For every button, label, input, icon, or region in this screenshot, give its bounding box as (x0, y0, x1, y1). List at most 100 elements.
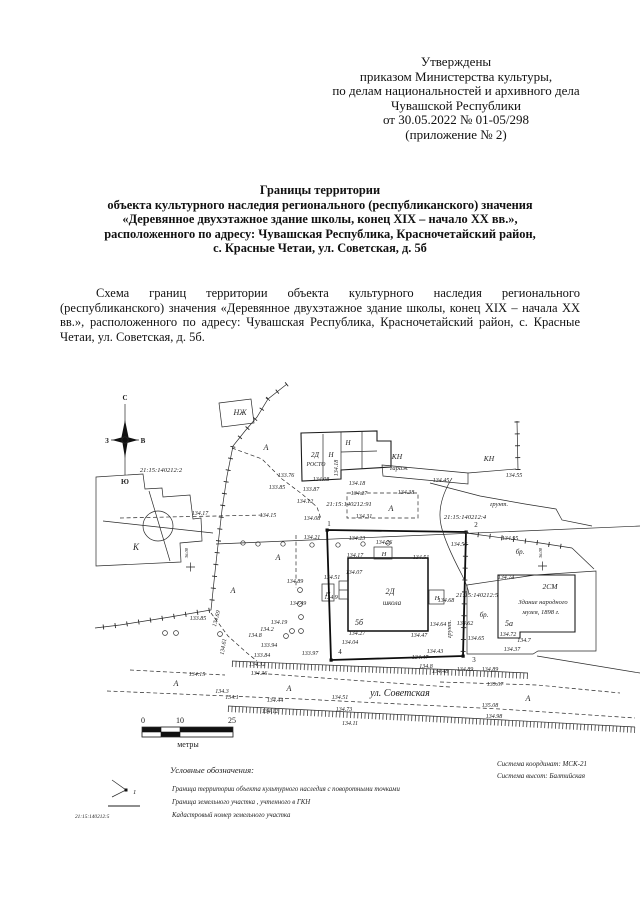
surface-label: бр. (516, 548, 525, 556)
elevation-label: 134.23 (349, 535, 366, 542)
elevation-label: 134.61 (219, 638, 229, 655)
elevation-label: 133.97 (302, 651, 320, 657)
approval-line: Утверждены (420, 54, 492, 69)
scale-label: метры (177, 740, 199, 749)
elevation-label: 134.37 (504, 646, 522, 653)
turn-point-label: 3 (472, 656, 476, 664)
labels-cadastral: 21:15:140212:221:15:140212:9121:15:14021… (140, 467, 499, 599)
title-line: «Деревянное двухэтажное здание школы, ко… (122, 212, 518, 227)
building-label: 5а (505, 619, 513, 628)
elevation-label: 134.68 (438, 597, 455, 604)
building-school (321, 546, 445, 632)
surface-label: А (286, 684, 292, 693)
elevation-label: 134.15 (189, 671, 206, 678)
document-title: Границы территории объекта культурного н… (60, 183, 580, 256)
elevation-label: 134.74 (498, 574, 515, 581)
building-label: К (132, 542, 140, 552)
elevation-label: 133.87 (303, 487, 321, 493)
building-label: КН (483, 454, 495, 463)
elevation-label: 134.89 (287, 578, 304, 585)
elevation-label: 133.76 (278, 473, 295, 479)
elevation-label: 134.48 (432, 668, 449, 675)
elevation-label: 134.36 (251, 670, 268, 677)
surface-label: А (388, 504, 394, 513)
elevation-label: 135.08 (482, 703, 499, 709)
elevation-label: 134.56 (451, 541, 468, 548)
elevation-label: 134.47 (412, 654, 430, 661)
cadastral-boundary (94, 382, 595, 657)
approval-block: Утверждены приказом Министерства культур… (293, 54, 619, 143)
elevation-label: 134.08 (313, 476, 330, 483)
cadastral-number-label: 21:15:140212:91 (326, 501, 372, 508)
building-label: 5б (355, 618, 364, 627)
elevation-label: 134.27 (349, 630, 367, 637)
building-label: КН (391, 452, 403, 461)
approval-line: Чувашской Республики (390, 97, 522, 113)
compass-rose-icon (111, 404, 139, 475)
building-nzh (218, 398, 255, 428)
elevation-label: 134.2 (260, 626, 274, 633)
elevation-label: 134.26 (376, 539, 393, 546)
elevation-label: 134.9 (324, 594, 338, 601)
surface-label: А (275, 553, 281, 562)
elevation-label: 134.07 (346, 569, 364, 576)
legend-title: Условные обозначения: (170, 765, 254, 775)
building-label: 2СМ (543, 582, 559, 591)
topo-lines (429, 477, 640, 674)
building-label: Н (325, 591, 331, 598)
elevation-label: 134.47 (411, 632, 429, 639)
compass-letter: В (141, 437, 146, 445)
elevation-label: 134.04 (342, 639, 359, 646)
building-label: 2Д (385, 587, 395, 596)
elevation-label: 133.85 (190, 616, 207, 622)
elevation-label: 134.18 (333, 460, 340, 477)
approval-line: от 30.05.2022 № 01-05/298 (382, 112, 530, 128)
elevation-label: 134.65 (468, 635, 485, 642)
elevation-label: 134.27 (351, 490, 369, 497)
turn-point-label: 4 (338, 648, 342, 656)
building-label: музея, 1898 г. (521, 609, 560, 616)
elevation-label: 134.3 (215, 688, 229, 695)
elevation-label: 134.12 (297, 498, 314, 505)
building-label: Н (434, 595, 440, 602)
elevation-label: 134.1 (225, 694, 239, 701)
building-museum (497, 574, 576, 639)
building-garage (381, 420, 521, 485)
approval-line: приказом Министерства культуры, (359, 68, 553, 84)
elevation-label: 134.17 (192, 510, 210, 517)
turn-point-label: 2 (474, 521, 478, 529)
title-line: с. Красные Четаи, ул. Советская, д. 5б (213, 241, 427, 256)
title-line: Границы территории (259, 183, 381, 197)
building-k (95, 473, 214, 567)
elevation-label: 134.62 (457, 620, 474, 627)
scale-bar (141, 726, 234, 738)
scale-label: 25 (228, 716, 236, 725)
cadastral-number-label: 21:15:140212:5 (456, 592, 499, 599)
building-label: Н (381, 551, 387, 558)
height-system-note: Система высот: Балтийская (497, 772, 585, 780)
elevation-label: 134.8 (419, 663, 433, 670)
elevation-label: 134.89 (457, 666, 474, 673)
legend-point-label: 1 (133, 789, 136, 796)
scale-label: 10 (176, 716, 184, 725)
elevation-label: 134.69 (211, 610, 222, 628)
elevation-label: 134.19 (271, 619, 288, 626)
benchmark-icon (186, 561, 547, 572)
building-label: 2Д (311, 451, 320, 459)
dashed-boundaries (106, 447, 636, 719)
surface-label: грунт. (446, 620, 453, 639)
elevation-label: 134.38 (398, 489, 415, 496)
map-linework (94, 382, 640, 807)
elevation-label: 134.44 (267, 697, 284, 704)
compass-letter: Ю (121, 478, 129, 486)
legend-cadastral-sample: 21:15:140212:5 (75, 814, 110, 820)
elevation-label: 36.08 (538, 547, 543, 558)
compass-letter: З (105, 437, 109, 445)
elevation-label: 134.31 (356, 513, 373, 520)
